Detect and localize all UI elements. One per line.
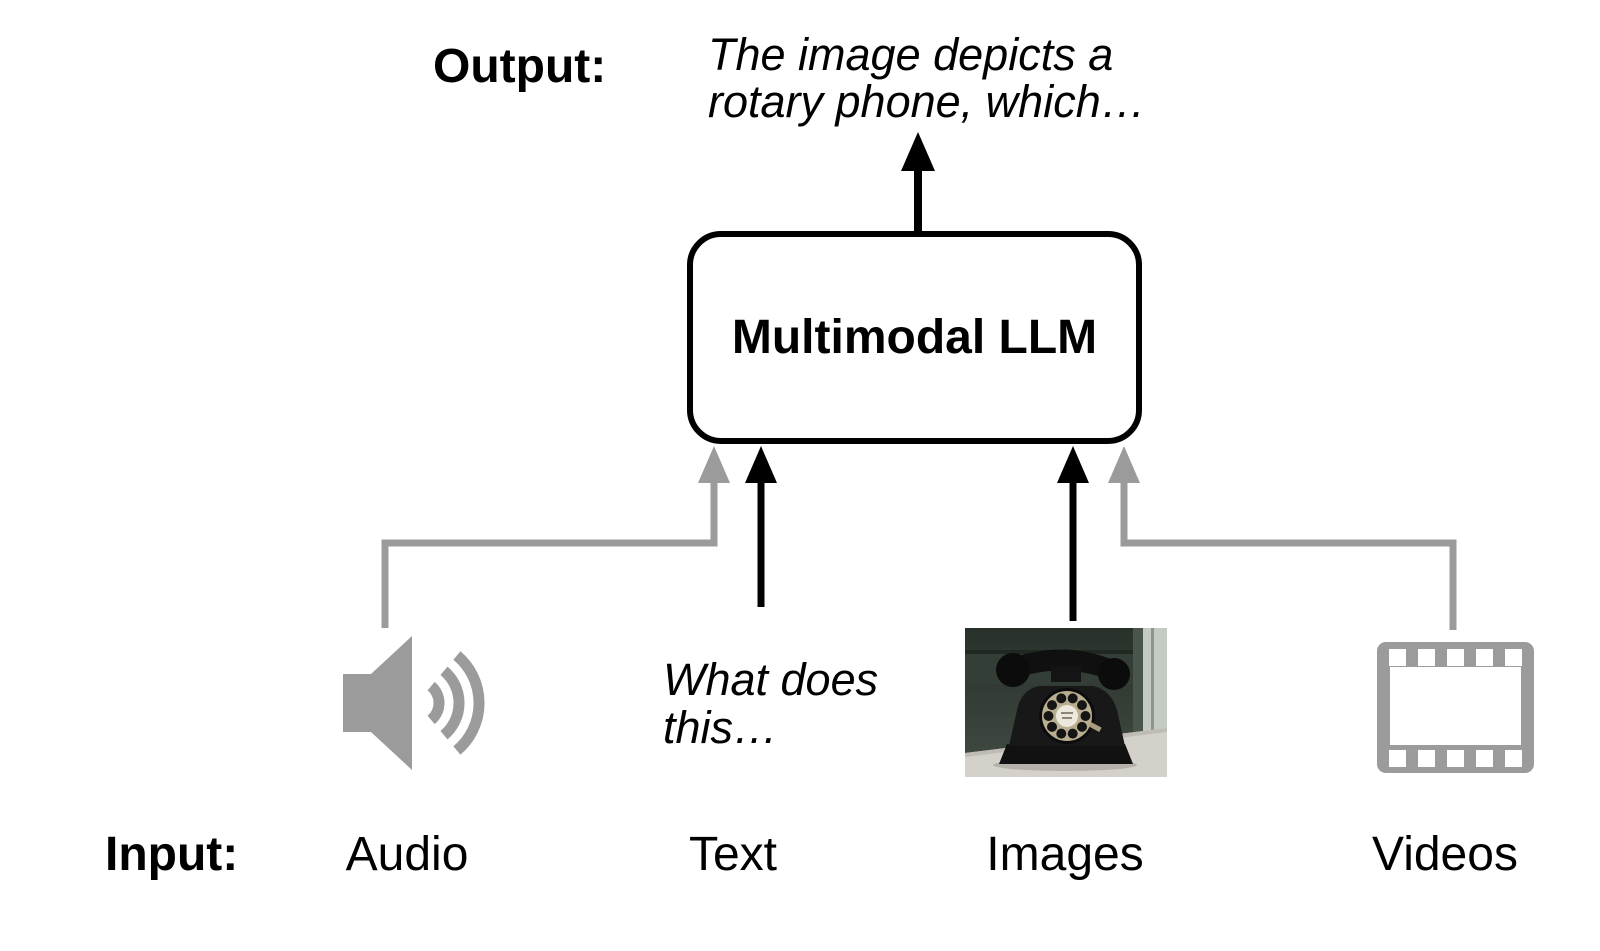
output-label: Output: <box>433 40 607 93</box>
output-text-line-2: rotary phone, which… <box>708 76 1146 127</box>
speaker-audio-icon <box>343 636 485 770</box>
multimodal-llm-box: Multimodal LLM <box>687 231 1142 444</box>
images-input-arrow <box>1057 446 1089 621</box>
modality-label-audio: Audio <box>345 828 469 881</box>
output-arrow <box>901 132 935 231</box>
text-input-sample: What does this… <box>663 656 878 752</box>
text-input-arrow <box>745 446 777 607</box>
film-strip-icon <box>1377 642 1534 773</box>
output-text: The image depicts a rotary phone, which… <box>708 31 1146 125</box>
videos-input-arrow <box>1108 446 1457 630</box>
rotary-phone-photo <box>965 628 1167 777</box>
text-sample-line-1: What does <box>663 654 879 705</box>
modality-label-videos: Videos <box>1372 828 1518 881</box>
modality-label-text: Text <box>688 828 778 881</box>
modality-label-images: Images <box>986 828 1144 881</box>
output-text-line-1: The image depicts a <box>708 29 1114 80</box>
multimodal-llm-box-title: Multimodal LLM <box>731 311 1098 364</box>
text-sample-line-2: this… <box>663 702 779 753</box>
audio-input-arrow <box>381 446 730 628</box>
input-label: Input: <box>105 828 239 881</box>
